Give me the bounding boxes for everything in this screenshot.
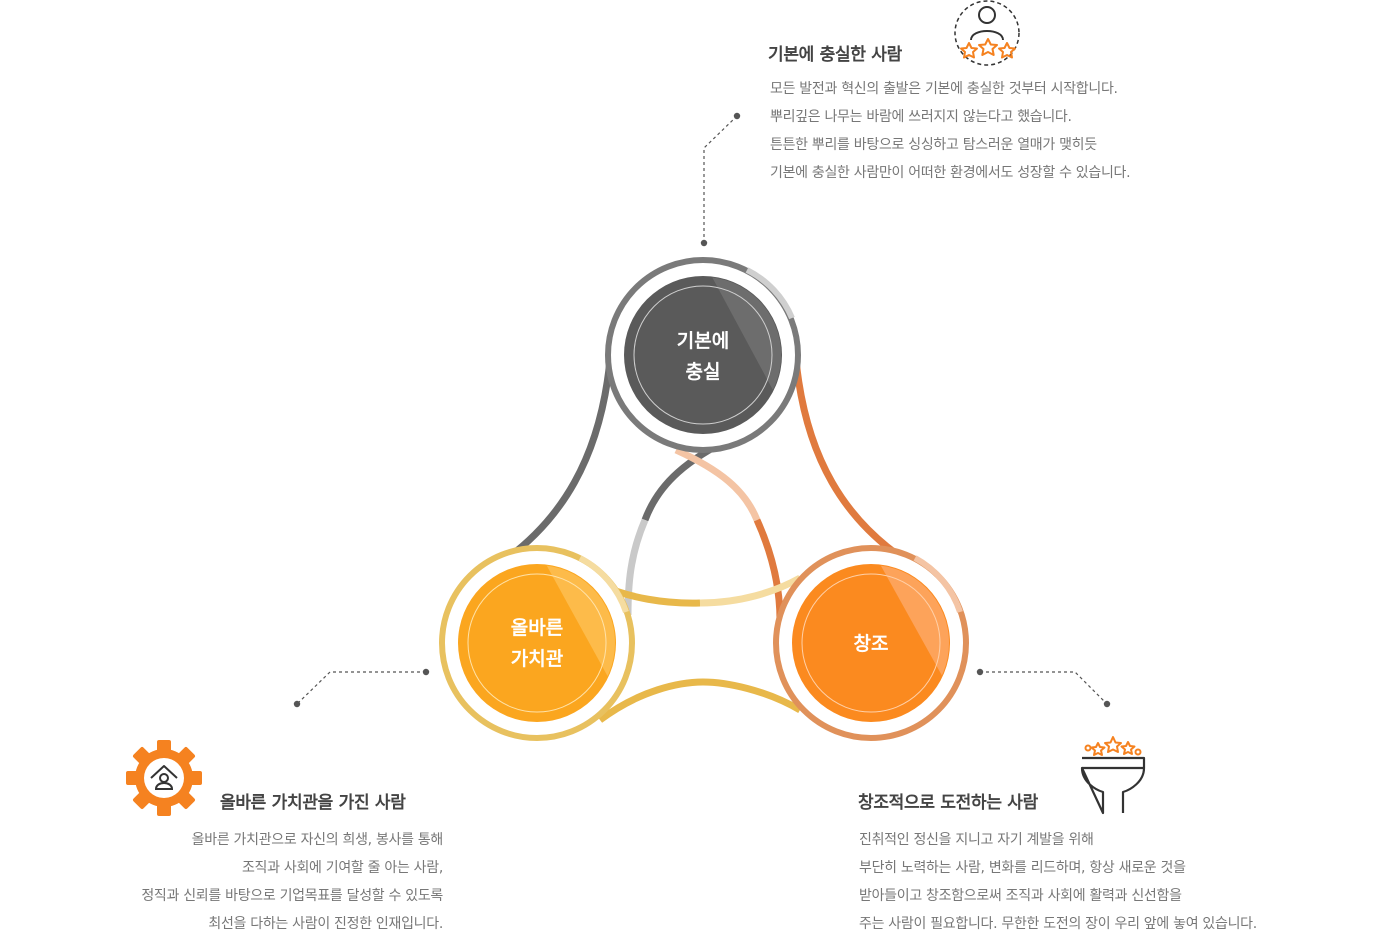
curve-inner-yellow-light — [699, 574, 802, 607]
curve-bottom-outer — [597, 678, 802, 723]
section-basics-line: 튼튼한 뿌리를 바탕으로 싱싱하고 탐스러운 열매가 맺히듯 — [770, 137, 1097, 153]
node-creation: 창조 — [773, 545, 969, 741]
curve-inner-gray-light — [624, 518, 649, 616]
curve-top-left-outer — [502, 359, 614, 563]
section-creation-description: 진취적인 정신을 지니고 자기 계발을 위해 부단히 노력하는 사람, 변화를 … — [859, 826, 1257, 938]
node-basics: 기본에 충실 — [605, 257, 801, 453]
section-basics-title: 기본에 충실한 사람 — [768, 45, 902, 65]
node-basics-ring-highlight — [745, 267, 795, 320]
node-creation-ring-highlight — [913, 555, 963, 613]
section-values-line: 최선을 다하는 사람이 진정한 인재입니다. — [208, 916, 443, 932]
leader-lines — [296, 115, 1108, 705]
section-basics-line: 기본에 충실한 사람만이 어떠한 환경에서도 성장할 수 있습니다. — [770, 165, 1131, 181]
funnel-stars-icon — [1080, 736, 1146, 815]
section-values-description: 올바른 가치관으로 자신의 희생, 봉사를 통해 조직과 사회에 기여할 줄 아… — [141, 826, 443, 938]
curve-inner-orange-light — [674, 446, 761, 522]
leader-dots — [293, 112, 1111, 708]
leader-left — [296, 671, 426, 705]
section-creation-line: 받아들이고 창조함으로써 조직과 사회에 활력과 신선함을 — [859, 888, 1182, 904]
node-values-ring-highlight — [578, 555, 629, 614]
curve-inner-orange — [753, 518, 784, 621]
section-values-title: 올바른 가치관을 가진 사람 — [220, 793, 406, 813]
section-basics-line: 뿌리깊은 나무는 바람에 쓰러지지 않는다고 했습니다. — [770, 109, 1072, 125]
gear-person-icon — [126, 740, 202, 816]
section-creation-line: 진취적인 정신을 지니고 자기 계발을 위해 — [859, 832, 1094, 848]
section-creation-line: 부단히 노력하는 사람, 변화를 리드하며, 항상 새로운 것을 — [859, 860, 1186, 876]
section-basics-line: 모든 발전과 혁신의 출발은 기본에 충실한 것부터 시작합니다. — [770, 81, 1118, 97]
curve-top-right-outer — [792, 359, 907, 563]
section-values-line: 올바른 가치관으로 자신의 희생, 봉사를 통해 — [191, 832, 444, 848]
node-basics-label-2: 충실 — [686, 361, 721, 383]
person-stars-icon — [954, 0, 1020, 66]
leader-right — [980, 671, 1108, 705]
section-values-line: 조직과 사회에 기여할 줄 아는 사람, — [241, 860, 443, 876]
node-values-label-1: 올바른 — [511, 617, 563, 639]
node-values: 올바른 가치관 — [439, 545, 635, 741]
section-creation-title: 창조적으로 도전하는 사람 — [858, 793, 1038, 813]
node-values-label-2: 가치관 — [511, 648, 564, 670]
leader-top — [703, 115, 738, 243]
section-basics-description: 모든 발전과 혁신의 출발은 기본에 충실한 것부터 시작합니다. 뿌리깊은 나… — [770, 75, 1131, 187]
node-creation-label: 창조 — [854, 633, 889, 655]
section-creation-line: 주는 사람이 필요합니다. 무한한 도전의 장이 우리 앞에 놓여 있습니다. — [859, 916, 1257, 932]
section-values-line: 정직과 신뢰를 바탕으로 기업목표를 달성할 수 있도록 — [141, 888, 443, 904]
node-basics-label-1: 기본에 — [677, 330, 729, 352]
